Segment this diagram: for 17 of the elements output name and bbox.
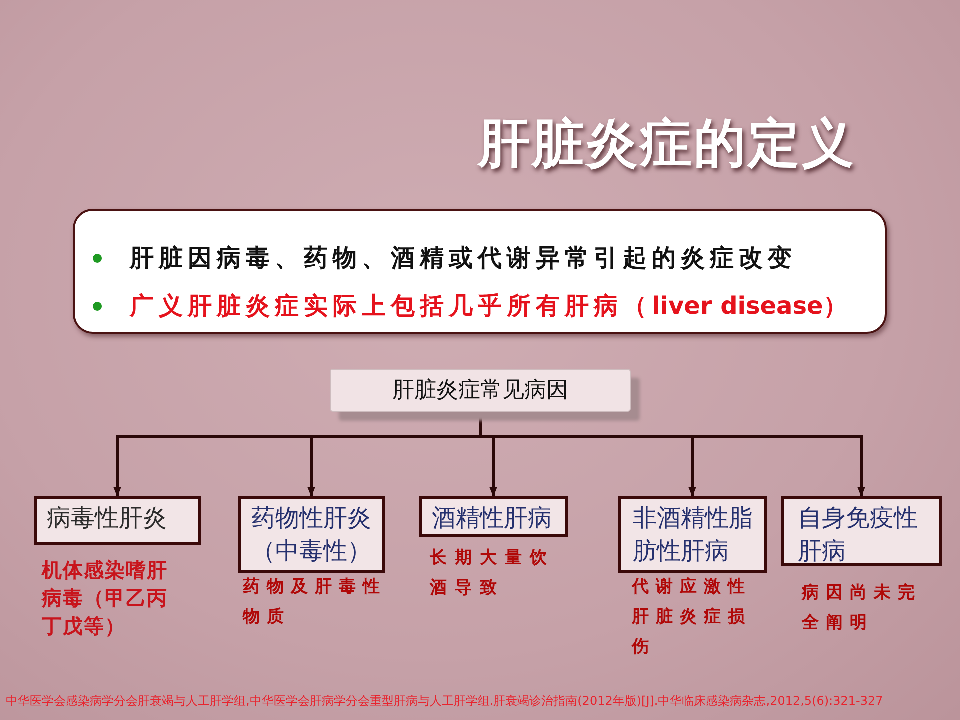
cause-box: 自身免疫性肝病 [781,496,942,566]
cause-box: 酒精性肝病 [419,496,568,537]
cause-note: 药物及肝毒性物质 [243,576,388,629]
connector-arrow [479,412,866,497]
cause-note: 长期大量饮酒导致 [430,547,556,600]
cause-box: 病毒性肝炎 [34,496,201,545]
cause-note: 病因尚未完全阐明 [802,582,923,635]
cause-note: 机体感染嗜肝病毒（甲乙丙丁戊等） [42,557,169,640]
heading-box: 肝脏炎症常见病因 [330,369,631,412]
bullet-text: 肝脏因病毒、药物、酒精或代谢异常引起的炎症改变 [130,243,797,274]
cause-box: 药物性肝炎（中毒性） [238,496,385,573]
bullet-text: 广义肝脏炎症实际上包括几乎所有肝病（liver disease） [130,291,852,322]
slide-title: 肝脏炎症的定义 [478,114,856,174]
citation-text: 中华医学会感染病学分会肝衰竭与人工肝学组,中华医学会肝病学分会重型肝病与人工肝学组.肝衰竭诊治指南(2012年版)[J].中华临床感染病杂志,2012,5(6):321-327 [6,693,884,709]
definition-box [73,209,887,334]
cause-note: 代谢应激性肝脏炎症损伤 [632,576,753,659]
cause-box: 非酒精性脂肪性肝病 [618,496,767,573]
